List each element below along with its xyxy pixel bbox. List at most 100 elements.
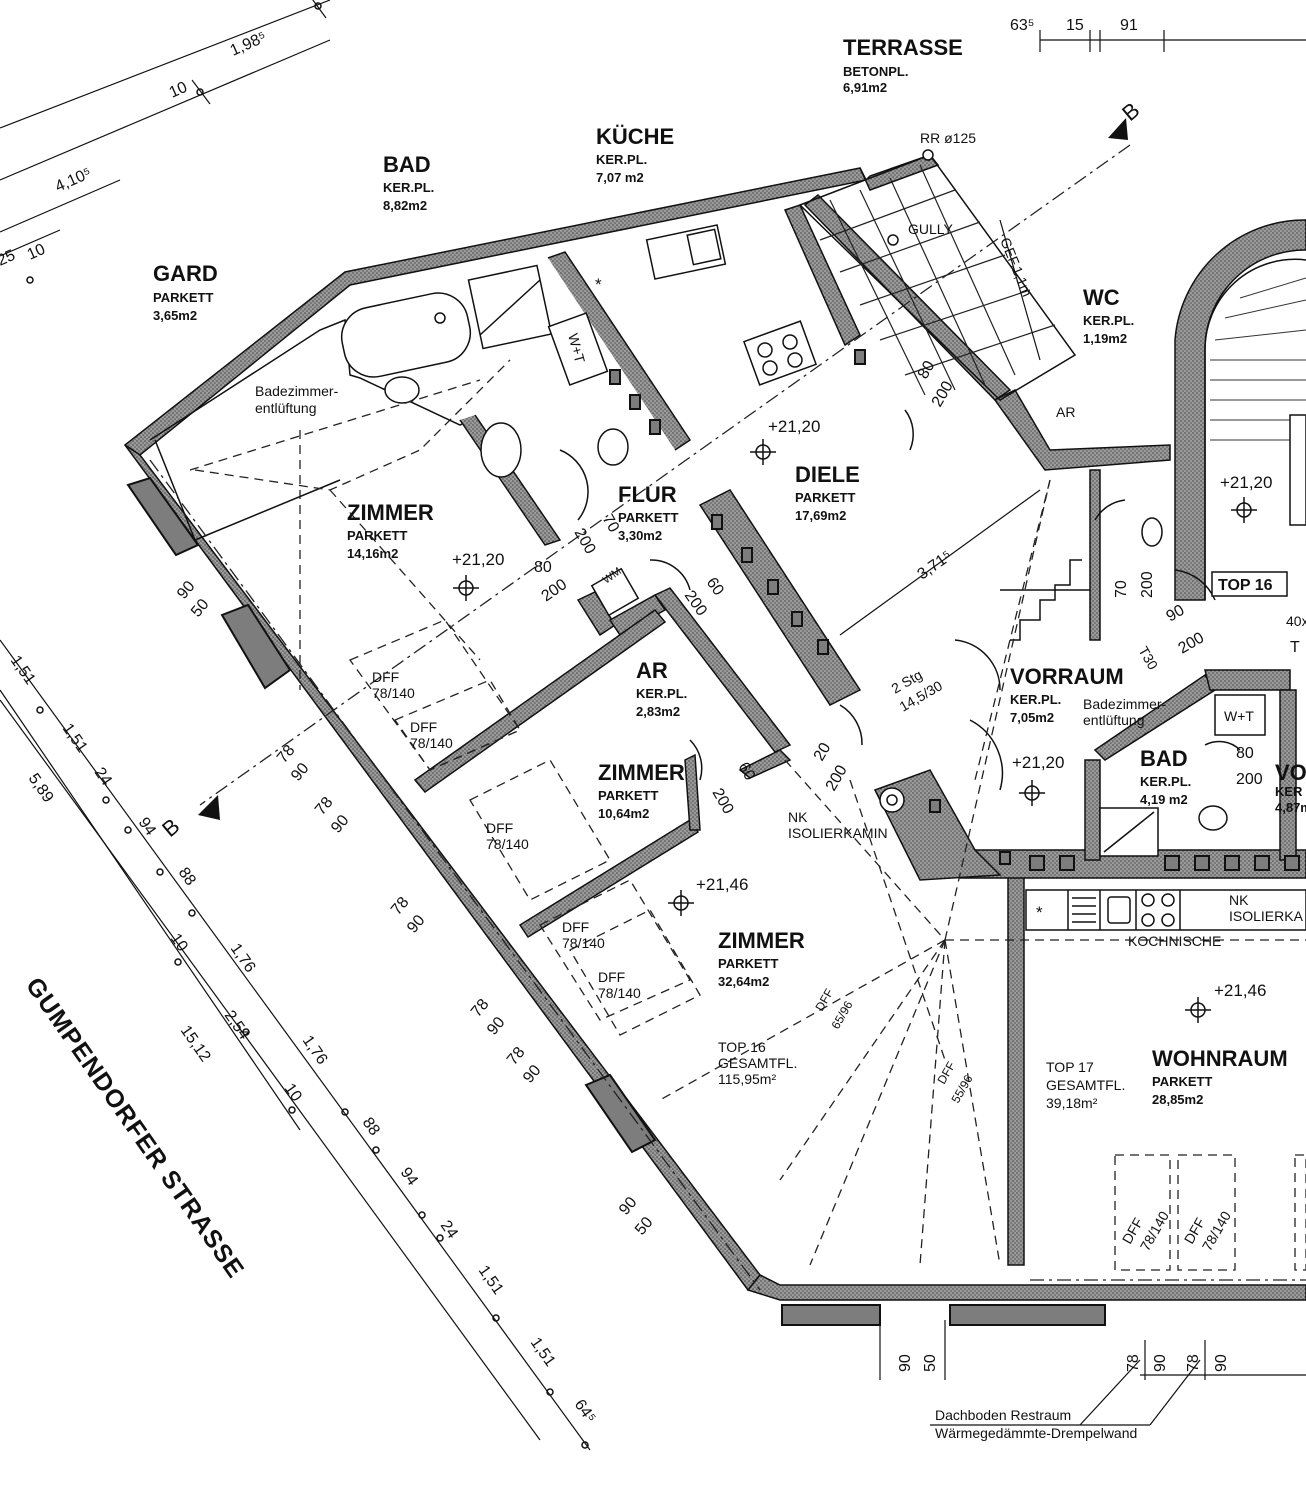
fixtures: * [340, 224, 1306, 931]
note-nk-1: NK [788, 809, 808, 825]
dim-bottom-5: 78 [1185, 1354, 1202, 1372]
note-ar-small: AR [1056, 404, 1075, 420]
dim-door-13: 90 [1164, 602, 1188, 626]
room-floor-wohnraum: PARKETT [1152, 1074, 1212, 1089]
level-stair: +21,20 [1220, 473, 1272, 492]
room-name-bad2: BAD [1140, 746, 1188, 771]
room-name-terrasse: TERRASSE [843, 35, 963, 60]
dim-bottom-1: 90 [897, 1354, 914, 1372]
dff-9-size: 78/140 [1199, 1208, 1234, 1253]
dim-open-1: 90 [174, 578, 199, 603]
room-floor-zimmer2: PARKETT [598, 788, 658, 803]
room-floor-wc: KER.PL. [1083, 313, 1134, 328]
note-nk-2: ISOLIERKAMIN [788, 825, 888, 841]
dim-diag-top-2: 10 [167, 79, 190, 102]
room-floor-terrasse: BETONPL. [843, 64, 909, 79]
note-kochnische: KOCHNISCHE [1128, 933, 1221, 949]
dff-2-size: 78/140 [410, 735, 453, 751]
unit-top17-area: 39,18m² [1046, 1095, 1098, 1111]
room-floor-bad2: KER.PL. [1140, 774, 1191, 789]
room-floor-vorraum: KER.PL. [1010, 692, 1061, 707]
note-rr: RR ø125 [920, 130, 976, 146]
room-name-zimmer1: ZIMMER [347, 500, 434, 525]
room-area-terrasse: 6,91m2 [843, 80, 887, 95]
room-name-vo-partial: VO [1275, 760, 1306, 785]
room-floor-ar: KER.PL. [636, 686, 687, 701]
note-gef: GEF.1,1m [997, 235, 1035, 299]
terrace-tiles [798, 149, 1077, 401]
note-nk-r1: NK [1229, 892, 1249, 908]
dim-left-10: 10 [281, 1081, 305, 1105]
dim-outer-2: 15,12 [177, 1023, 214, 1066]
level-vorraum: +21,20 [1012, 753, 1064, 772]
dim-open-3: 78 [274, 742, 299, 767]
dim-left-14: 1,51 [475, 1263, 507, 1298]
room-name-wohnraum: WOHNRAUM [1152, 1046, 1288, 1071]
room-area-kueche: 7,07 m2 [596, 170, 644, 185]
dim-outer-1: 5,89 [25, 771, 57, 806]
street-name: GUMPENDORFER STRASSE [20, 972, 250, 1283]
room-area-zimmer1: 14,16m2 [347, 546, 398, 561]
section-arrow-b-top [1108, 118, 1128, 140]
unit-top16-label: TOP 16 [718, 1039, 766, 1055]
dff-4-label: DFF [562, 919, 589, 935]
room-name-zimmer3: ZIMMER [718, 928, 805, 953]
dim-open-6: 90 [328, 812, 353, 837]
room-area-wc: 1,19m2 [1083, 331, 1127, 346]
note-badentl-1: Badezimmer- [255, 383, 339, 399]
unit-top16-area: 115,95m² [718, 1071, 776, 1087]
room-name-flur: FLUR [618, 482, 677, 507]
room-area-diele: 17,69m2 [795, 508, 846, 523]
vent-blocks [609, 349, 1300, 871]
room-floor-bad1: KER.PL. [383, 180, 434, 195]
dim-open-9: 78 [468, 996, 493, 1021]
dim-door-1: 80 [534, 559, 552, 576]
dim-left-1: 1,51 [7, 653, 39, 688]
dim-door-2: 200 [539, 576, 571, 605]
unit-top17-label: TOP 17 [1046, 1059, 1094, 1075]
dff-5-label: DFF [598, 969, 625, 985]
dim-door-8: 60 [735, 760, 759, 784]
dim-open-7: 78 [388, 894, 413, 919]
exterior-walls [123, 154, 1306, 1326]
room-area-flur: 3,30m2 [618, 528, 662, 543]
dim-open-2: 50 [188, 596, 213, 621]
dim-left-11: 88 [359, 1115, 383, 1139]
note-dachboden: Dachboden Restraum [935, 1407, 1071, 1423]
room-name-wc: WC [1083, 285, 1120, 310]
dim-left-9: 1,76 [299, 1033, 331, 1068]
room-name-bad1: BAD [383, 152, 431, 177]
dim-door-3: 70 [599, 512, 623, 536]
room-name-vorraum: VORRAUM [1010, 664, 1124, 689]
svg-text:*: * [595, 275, 602, 294]
dim-open-11: 78 [504, 1044, 529, 1069]
level-wohnraum: +21,46 [1214, 981, 1266, 1000]
dim-frag-2: T [1290, 639, 1300, 656]
dim-door-11: 20 [811, 740, 835, 764]
dim-left-8: 2,54 [221, 1008, 253, 1043]
note-badentl-2: entlüftung [255, 400, 317, 416]
note-wt-1: W+T [565, 332, 588, 365]
note-waerme: Wärmegedämmte-Drempelwand [935, 1425, 1137, 1441]
room-name-gard: GARD [153, 261, 218, 286]
room-area-ar: 2,83m2 [636, 704, 680, 719]
level-labels: +21,20 +21,20 +21,20 +21,20 +21,46 +21,4… [452, 417, 1272, 1000]
dim-open-5: 78 [312, 794, 337, 819]
dim-frag-1: 40x [1286, 613, 1306, 629]
dim-door-16: 200 [1139, 571, 1156, 598]
note-badentl-r1: Badezimmer- [1083, 696, 1167, 712]
dim-diag-top-5: 10 [25, 241, 48, 264]
dim-ticks-left [36, 706, 589, 1449]
dim-left-15: 1,51 [527, 1335, 559, 1370]
dim-left-16: 64⁵ [571, 1397, 599, 1427]
dff-1-label: DFF [372, 669, 399, 685]
unit-top17-gesamt: GESAMTFL. [1046, 1077, 1125, 1093]
dim-open-4: 90 [288, 760, 313, 785]
dim-left-13: 24 [437, 1218, 461, 1242]
top16-tag-box [1211, 571, 1288, 597]
stair-treads [1210, 277, 1306, 441]
unit-top16-gesamt: GESAMTFL. [718, 1055, 797, 1071]
dim-bottom-4: 90 [1152, 1354, 1169, 1372]
elevation-markers [453, 439, 1257, 1023]
room-name-kueche: KÜCHE [596, 124, 674, 149]
